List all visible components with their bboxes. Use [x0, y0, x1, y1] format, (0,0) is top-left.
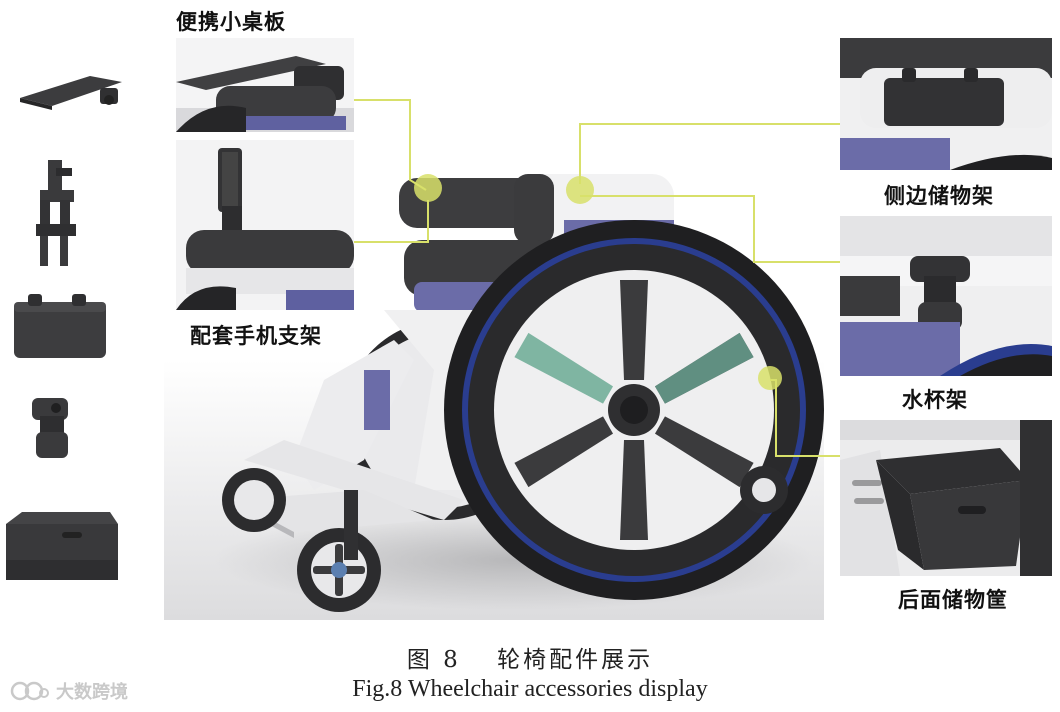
side-storage-part — [14, 294, 106, 358]
label-rear-basket: 后面储物筐 — [898, 588, 1008, 612]
rear-basket-part — [6, 512, 118, 580]
detail-side-storage-image — [840, 38, 1052, 170]
logo-icon — [10, 679, 50, 703]
watermark-text: 大数跨境 — [56, 682, 128, 703]
wheelchair-render — [164, 160, 824, 620]
label-phone-holder: 配套手机支架 — [190, 324, 322, 348]
detail-cup-holder-image — [840, 216, 1052, 376]
label-portable-desk: 便携小桌板 — [176, 10, 286, 34]
desk-board-part — [20, 76, 122, 110]
detail-rear-basket-image — [840, 420, 1052, 576]
phone-bracket-part — [36, 160, 76, 266]
watermark: 大数跨境 — [10, 678, 128, 704]
label-cup-holder: 水杯架 — [902, 388, 968, 412]
accessory-parts-column — [0, 0, 160, 610]
figure-caption-chinese: 图 8 轮椅配件展示 — [406, 647, 654, 673]
cup-holder-part — [32, 398, 68, 458]
figure-caption-english: Fig.8 Wheelchair accessories display — [352, 676, 708, 702]
detail-desk-image — [176, 38, 354, 132]
label-side-storage: 侧边储物架 — [884, 184, 994, 208]
detail-phone-holder-image — [176, 140, 354, 310]
